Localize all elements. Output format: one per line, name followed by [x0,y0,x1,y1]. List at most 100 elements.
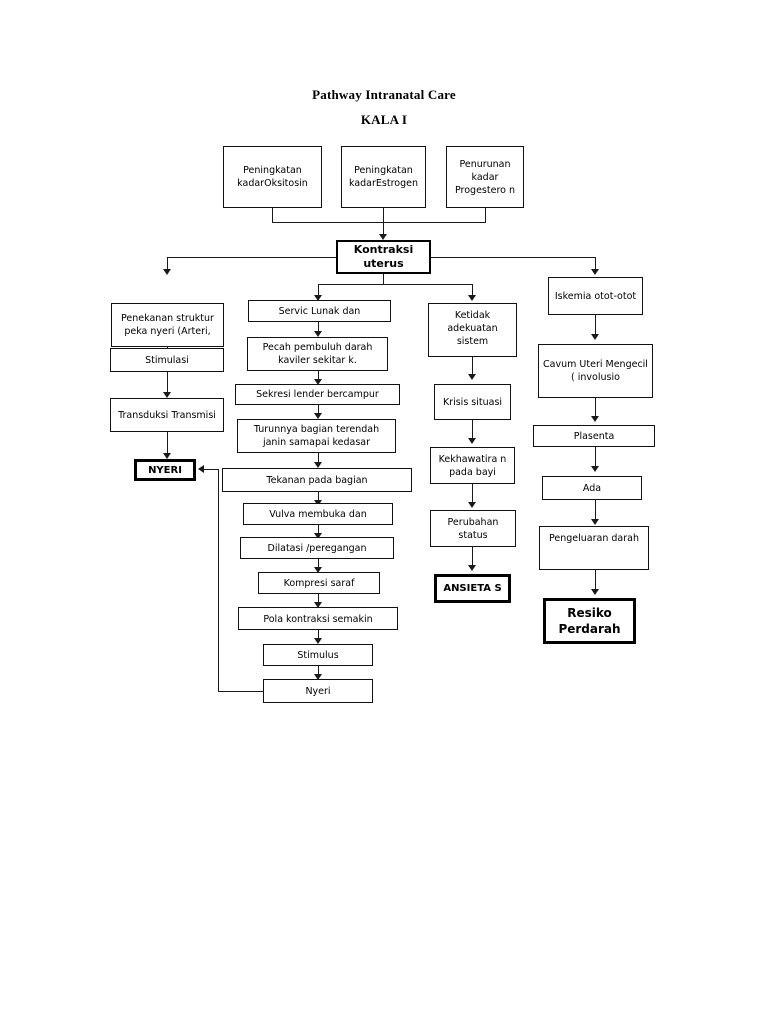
node-label: Sekresi lender bercampur [256,389,379,400]
arrow-to-servic [314,295,322,301]
connector-plasenta-ada [595,447,596,470]
page-subtitle: KALA I [360,112,408,127]
connector-kontraksi-right [431,257,596,258]
node-label: Turunnya bagian terendah janin samapai k… [253,424,380,448]
node-ketidak-adekuatan[interactable]: Ketidak adekuatan sistem [428,303,517,357]
node-turunnya-bagian[interactable]: Turunnya bagian terendah janin samapai k… [237,419,396,453]
node-kompresi-saraf[interactable]: Kompresi saraf [258,572,380,594]
node-label: Servic Lunak dan [278,305,361,317]
node-label: Krisis situasi [442,396,503,408]
connector-tekanan-vulva [318,492,319,504]
node-label: Ketidak adekuatan sistem [447,310,498,347]
node-label: Tekanan pada bagian [266,475,368,486]
node-label: Kontraksi uterus [353,243,414,270]
connector-iskemia-cavum [595,315,596,338]
node-pola-kontraksi[interactable]: Pola kontraksi semakin [238,607,398,630]
connector-center-splitbar [318,284,473,285]
arrow-to-nyeri [163,453,171,459]
connector-dilatasi-kompresi [318,559,319,571]
connector-krisis-kekhawatiran [472,420,473,442]
arrow-to-pola [314,602,322,608]
node-vulva-membuka[interactable]: Vulva membuka dan [243,503,393,525]
node-penekanan-struktur[interactable]: Penekanan struktur peka nyeri (Arteri, [111,303,224,347]
node-cavum-uteri[interactable]: Cavum Uteri Mengecil ( involusio [538,344,653,398]
node-label: Ada [582,482,602,494]
connector-cavum-plasenta [595,398,596,420]
arrow-to-plasenta [591,416,599,422]
node-label: Pola kontraksi semakin [263,614,373,625]
node-label: Perubahan status [447,516,499,541]
connector-stimulasi-transduksi [167,372,168,396]
arrow-to-ada [591,466,599,472]
node-label: Peningkatan kadarEstrogen [349,165,418,189]
node-label: Pengeluaran darah [549,533,639,544]
node-krisis-situasi[interactable]: Krisis situasi [434,384,511,420]
node-nyeri-loop[interactable]: Nyeri [263,679,373,703]
arrow-feedback-to-nyeri [198,465,204,473]
node-label: ANSIETA S [443,583,502,594]
node-label: Stimulus [297,649,339,661]
node-transduksi-transmisi[interactable]: Transduksi Transmisi [110,398,224,432]
arrow-to-perubahan [468,502,476,508]
connector-vulva-dilatasi [318,525,319,537]
connector-sekresi-turunnya [318,405,319,417]
node-dilatasi-peregangan[interactable]: Dilatasi /peregangan [240,537,394,559]
connector-feedback-horizontal [218,691,263,692]
connector-progesteron-down [485,208,486,222]
page-title: Pathway Intranatal Care [312,87,456,102]
arrow-to-pengeluaran [591,519,599,525]
connector-transduksi-nyeri [167,432,168,457]
node-label: Peningkatan kadarOksitosin [237,165,308,189]
connector-right-down [595,257,596,271]
node-ada[interactable]: Ada [542,476,642,500]
node-peningkatan-estrogen[interactable]: Peningkatan kadarEstrogen [341,146,426,208]
arrow-to-ketidak [468,295,476,301]
node-servic-lunak[interactable]: Servic Lunak dan [248,300,391,322]
node-tekanan-pada-bagian[interactable]: Tekanan pada bagian [222,468,412,492]
connector-kontraksi-bottom [383,274,384,284]
node-pengeluaran-darah[interactable]: Pengeluaran darah [539,526,649,570]
connector-kontraksi-left [167,257,336,258]
node-penurunan-progesteron[interactable]: Penurunan kadar Progestero n [446,146,524,208]
node-kekhawatiran-bayi[interactable]: Kekhawatira n pada bayi [430,447,515,484]
node-label: Plasenta [573,430,615,442]
node-label: Stimulasi [145,354,189,366]
connector-ada-pengeluaran [595,500,596,523]
arrow-to-tekanan [314,462,322,468]
connector-split-left-down [318,284,319,297]
node-label: Kekhawatira n pada bayi [438,453,507,478]
arrow-to-penekanan [163,269,171,275]
node-stimulasi[interactable]: Stimulasi [110,348,224,372]
connector-estrogen-down [383,208,384,222]
node-pecah-pembuluh[interactable]: Pecah pembuluh darah kaviler sekitar k. [247,337,388,371]
node-label: Dilatasi /peregangan [267,542,367,554]
connector-feedback-vertical [218,469,219,691]
arrow-to-turunnya [314,413,322,419]
arrow-to-resiko [591,589,599,595]
node-plasenta[interactable]: Plasenta [533,425,655,447]
node-peningkatan-oksitosin[interactable]: Peningkatan kadarOksitosin [223,146,322,208]
connector-feedback-into-nyeri [204,469,218,470]
connector-pola-stimulus [318,630,319,642]
arrow-to-krisis [468,374,476,380]
node-perubahan-status[interactable]: Perubahan status [430,510,516,547]
connector-perubahan-ansietas [472,547,473,569]
arrow-to-cavum [591,334,599,340]
arrow-to-sekresi [314,379,322,385]
node-label: Transduksi Transmisi [118,409,216,421]
arrow-to-kontraksi [379,234,387,240]
node-ansietas-outcome[interactable]: ANSIETA S [434,574,511,603]
node-iskemia-otot[interactable]: Iskemia otot-otot [548,277,643,315]
node-label: Vulva membuka dan [269,508,367,520]
node-nyeri-outcome[interactable]: NYERI [134,459,196,481]
arrow-to-stimulus [314,638,322,644]
node-stimulus[interactable]: Stimulus [263,644,373,666]
connector-pengeluaran-resiko [595,570,596,593]
node-sekresi-lender[interactable]: Sekresi lender bercampur [235,384,400,405]
arrow-to-dilatasi [314,533,322,539]
arrow-to-nyeri-loop [314,674,322,680]
connector-split-right-down [472,284,473,297]
node-resiko-perdarah[interactable]: Resiko Perdarah [543,598,636,644]
node-kontraksi-uterus[interactable]: Kontraksi uterus [336,240,431,274]
